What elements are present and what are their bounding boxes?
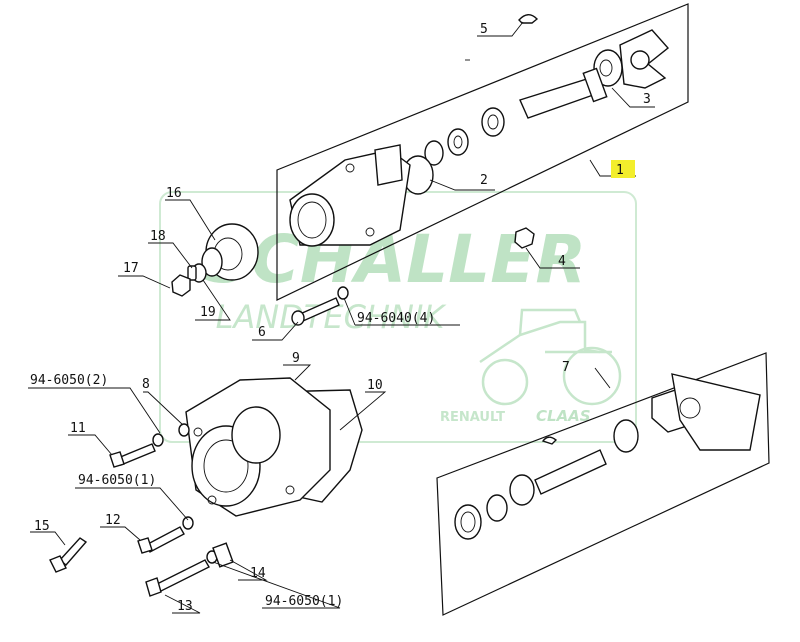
part-17-nut bbox=[171, 274, 191, 297]
callout-1-highlight bbox=[611, 160, 635, 178]
part-18-washer bbox=[187, 265, 197, 281]
callout-10: 10 bbox=[367, 378, 383, 393]
callout-14: 14 bbox=[250, 566, 266, 581]
callout-11: 11 bbox=[70, 421, 86, 436]
ref-94-6050-2: 94-6050(2) bbox=[30, 373, 108, 388]
ref-94-6050-1a: 94-6050(1) bbox=[78, 473, 156, 488]
callout-5: 5 bbox=[480, 22, 488, 37]
ref-94-6050-1b: 94-6050(1) bbox=[265, 594, 343, 609]
bearings-top bbox=[424, 107, 505, 166]
callout-1: 1 bbox=[616, 163, 624, 178]
leader-lines bbox=[28, 21, 655, 614]
callout-7: 7 bbox=[562, 360, 570, 375]
ref-94-6040-4: 94-6040(4) bbox=[357, 311, 435, 326]
callout-19: 19 bbox=[200, 305, 216, 320]
callout-4: 4 bbox=[558, 254, 566, 269]
callout-18: 18 bbox=[150, 229, 166, 244]
assembly-7-parts bbox=[454, 373, 761, 540]
tractor-logo-icon bbox=[479, 308, 622, 406]
washer-94-6050-b bbox=[182, 516, 194, 530]
assembly-1-frame bbox=[276, 3, 689, 301]
washer-94-6040 bbox=[337, 286, 349, 300]
callout-2: 2 bbox=[480, 173, 488, 188]
part-9-housing bbox=[185, 377, 331, 517]
callout-8: 8 bbox=[142, 377, 150, 392]
pump-shaft-top bbox=[519, 67, 608, 119]
callout-13: 13 bbox=[177, 599, 193, 614]
part-12-bolt bbox=[137, 526, 185, 554]
part-8-washer bbox=[178, 423, 190, 437]
part-5-key bbox=[518, 14, 539, 24]
part-4-nut bbox=[514, 227, 535, 249]
watermark-partner-right: CLAAS bbox=[536, 407, 591, 425]
pump-housing bbox=[289, 144, 411, 247]
callout-15: 15 bbox=[34, 519, 50, 534]
callout-6: 6 bbox=[258, 325, 266, 340]
callout-3: 3 bbox=[643, 92, 651, 107]
part-15-bolt bbox=[49, 537, 88, 573]
watermark-partner-left: RENAULT bbox=[440, 410, 505, 425]
callout-12: 12 bbox=[105, 513, 121, 528]
part-13-bolt bbox=[145, 559, 210, 597]
callout-labels: 1 2 3 4 5 6 7 8 9 10 11 12 13 14 15 16 1… bbox=[30, 22, 651, 614]
part-14-spacer bbox=[212, 542, 234, 568]
callout-17: 17 bbox=[123, 261, 139, 276]
part-16-pulley bbox=[201, 223, 259, 281]
assembly-7-frame bbox=[436, 352, 770, 616]
part-6-bolt bbox=[291, 297, 340, 326]
washer-94-6050-a bbox=[152, 433, 164, 447]
callout-16: 16 bbox=[166, 186, 182, 201]
part-11-bolt bbox=[109, 443, 156, 468]
callout-9: 9 bbox=[292, 351, 300, 366]
part-3-impeller bbox=[593, 29, 670, 89]
